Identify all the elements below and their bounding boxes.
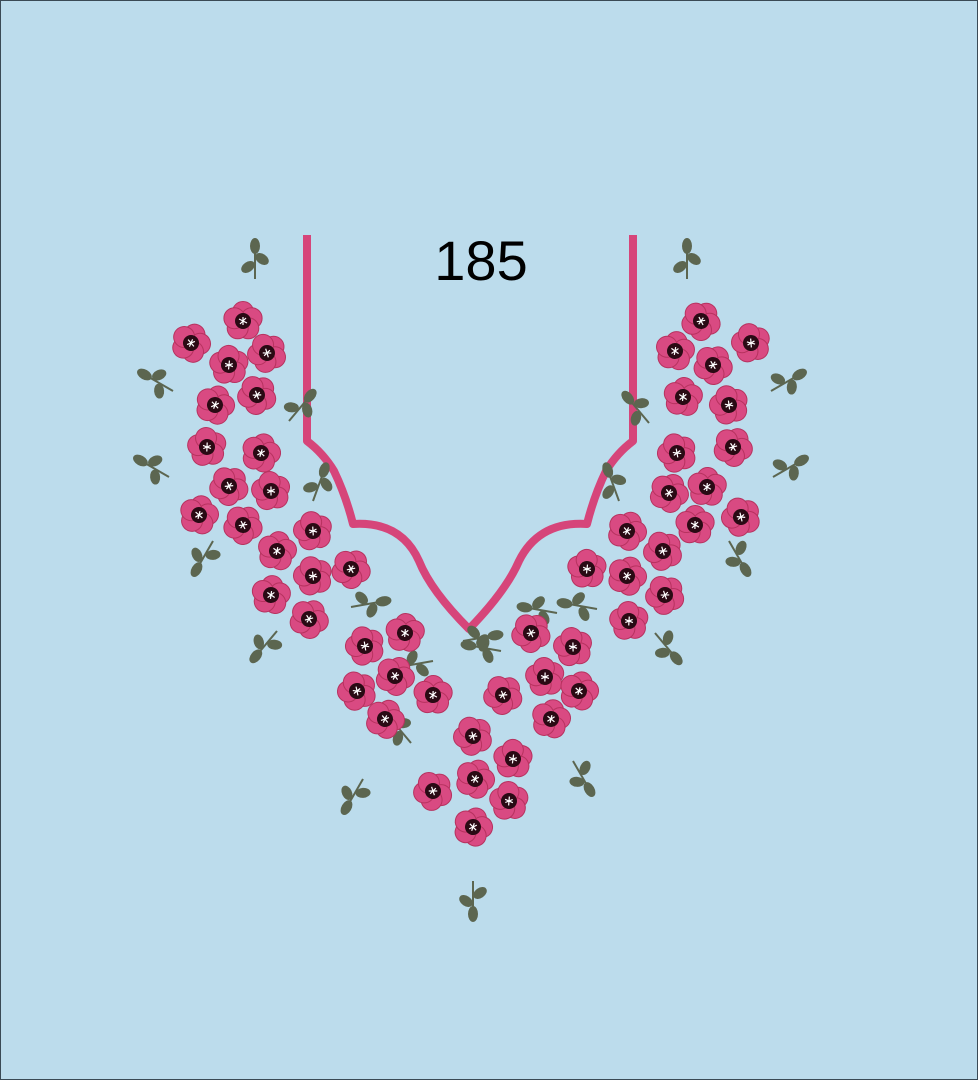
flower-motif-icon — [527, 695, 575, 742]
flower-motif-icon — [182, 421, 234, 473]
leaf-sprig-icon — [276, 379, 328, 432]
flower-motif-icon — [448, 801, 498, 851]
flower-motif-icon — [282, 591, 336, 645]
flower-motif-icon — [638, 567, 693, 622]
flower-motif-icon — [725, 316, 779, 370]
flower-motif-icon — [703, 377, 757, 432]
flower-motif-icon — [165, 317, 217, 368]
flower-motif-icon — [324, 541, 379, 595]
flower-motif-icon — [661, 374, 705, 418]
flower-motif-icon — [450, 753, 501, 804]
leaf-sprig-icon — [125, 442, 178, 492]
leaf-sprig-icon — [238, 237, 272, 280]
flower-motif-icon — [237, 428, 286, 477]
flower-motif-icon — [338, 618, 393, 673]
flower-motif-icon — [330, 663, 385, 718]
leaf-sprig-icon — [714, 532, 764, 585]
flower-motif-icon — [412, 674, 454, 714]
flower-motif-icon — [240, 325, 295, 380]
flower-motif-icon — [223, 301, 263, 340]
flower-motif-icon — [601, 504, 653, 556]
flower-motif-icon — [707, 420, 760, 473]
leaf-sprig-icon — [762, 356, 815, 406]
flower-motif-icon — [216, 497, 271, 552]
flower-motif-icon — [504, 605, 559, 660]
flower-motif-icon — [636, 523, 691, 578]
flower-motif-icon — [359, 692, 412, 744]
design-number: 185 — [434, 229, 528, 292]
leaf-sprig-icon — [642, 622, 694, 675]
flower-motif-icon — [489, 734, 539, 784]
flower-motif-icon — [254, 527, 300, 573]
flower-motif-icon — [643, 466, 696, 519]
flower-motif-icon — [202, 458, 257, 513]
leaf-sprig-icon — [347, 583, 395, 624]
flower-motif-icon — [650, 425, 705, 480]
flower-motif-icon — [245, 464, 298, 517]
flower-motif-icon — [714, 489, 769, 544]
flower-motif-icon — [547, 620, 600, 673]
flower-motif-icon — [383, 611, 427, 653]
flower-motif-icon — [406, 763, 461, 818]
leaf-sprig-icon — [129, 356, 182, 406]
flower-motif-icon — [287, 504, 340, 557]
flower-motif-icon — [287, 548, 341, 603]
flower-motif-icon — [675, 504, 715, 544]
flower-motif-icon — [555, 666, 604, 714]
leaf-sprig-icon — [328, 770, 378, 823]
flower-motif-icon — [604, 595, 655, 647]
flower-motif-icon — [602, 550, 653, 600]
leaf-sprig-icon — [670, 237, 704, 280]
flower-motif-icon — [175, 490, 223, 538]
flower-motif-icon — [369, 649, 422, 702]
flower-motif-icon — [484, 775, 535, 826]
leaf-sprig-icon — [558, 752, 608, 805]
flower-motif-icon — [686, 337, 741, 391]
leaf-sprig-icon — [456, 880, 490, 923]
leaf-sprig-icon — [553, 585, 601, 626]
flower-motif-icon — [230, 367, 285, 422]
flower-motif-icon — [446, 708, 501, 763]
leaf-sprig-icon — [238, 620, 290, 673]
flower-motif-icon — [563, 543, 613, 594]
flower-motif-icon — [190, 379, 241, 429]
flower-motif-icon — [205, 339, 255, 390]
leaf-sprig-icon — [764, 442, 817, 492]
flower-motif-icon — [674, 293, 729, 348]
flower-motif-icon — [686, 465, 728, 507]
leaf-sprig-icon — [178, 532, 228, 585]
flower-motif-icon — [476, 667, 531, 722]
flower-motif-icon — [520, 650, 572, 703]
flower-motif-icon — [652, 327, 698, 373]
flower-motif-icon — [249, 572, 294, 616]
